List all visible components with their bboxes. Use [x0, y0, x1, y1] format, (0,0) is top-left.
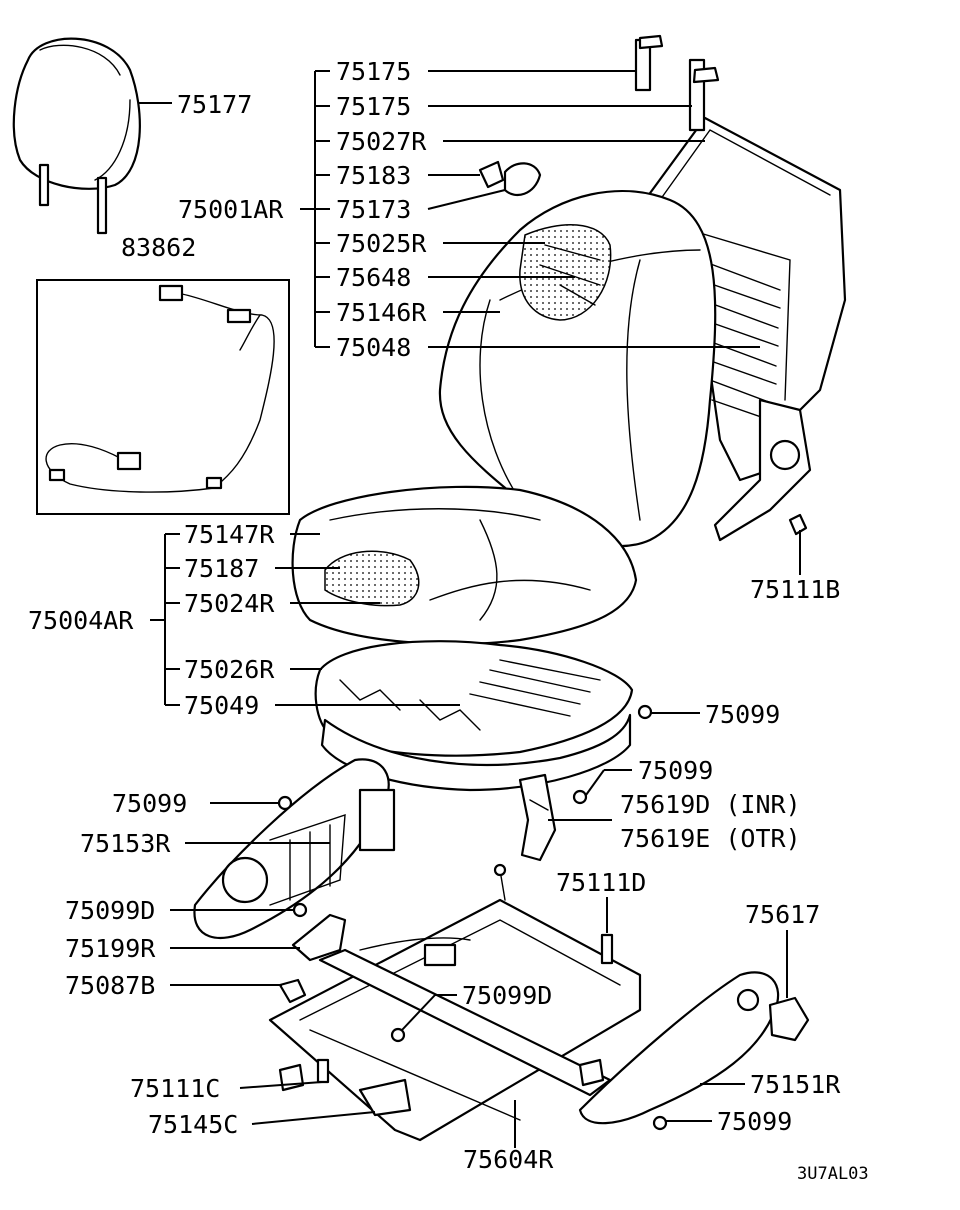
label-back-frame: 75048 [336, 333, 411, 362]
diagram-code: 3U7AL03 [797, 1164, 869, 1184]
label-cushion-frame: 75049 [184, 691, 259, 720]
label-screw-left: 75099 [112, 789, 187, 818]
seat-cushion-illustration [291, 485, 638, 792]
label-back-heater: 75648 [336, 263, 411, 292]
harness-illustration [36, 279, 290, 515]
outer-shield-illustration [578, 971, 810, 1125]
seat-adjuster-illustration [268, 863, 642, 1142]
label-cushion-assy: 75004AR [28, 606, 134, 635]
label-knob-large: 75173 [336, 195, 411, 224]
label-knob-recline: 75617 [745, 900, 820, 929]
label-cushion-cover: 75147R [184, 520, 275, 549]
label-cover-rail: 75145C [148, 1110, 238, 1139]
label-bracket: 75199R [65, 934, 156, 963]
label-headrest: 75177 [177, 90, 252, 119]
label-side-shield: 75153R [80, 829, 171, 858]
label-back-cover: 75146R [336, 298, 427, 327]
label-outer-shield: 75151R [750, 1070, 841, 1099]
label-guide-upper: 75175 [336, 57, 411, 86]
leader-lines [138, 70, 801, 1148]
label-inner-cover-inr: 75619D (INR) [620, 790, 801, 819]
seatback-cushion-illustration [438, 160, 717, 548]
label-seatback-assy: 75001AR [178, 195, 284, 224]
label-nut: 75087B [65, 971, 155, 1000]
callout-labels: 75177 75175 75175 75027R 75183 75001AR 7… [28, 57, 869, 1184]
label-screw-d: 75099D [65, 896, 155, 925]
label-knob-small: 75183 [336, 161, 411, 190]
label-bolt-d: 75111D [556, 868, 646, 897]
label-cushion-pad: 75024R [184, 589, 275, 618]
label-bolt-c: 75111C [130, 1074, 220, 1103]
seatback-frame-illustration [634, 34, 847, 542]
inner-cover-illustration [518, 773, 557, 862]
label-adjuster: 75604R [463, 1145, 554, 1174]
label-screw-right-upper: 75099 [705, 700, 780, 729]
label-back-pad-cover: 75025R [336, 229, 427, 258]
label-cushion-frame-trim: 75026R [184, 655, 275, 684]
label-back-bolt: 75111B [750, 575, 840, 604]
headrest-illustration [12, 37, 141, 235]
label-screw-center-d: 75099D [462, 981, 552, 1010]
side-shield-illustration [193, 758, 396, 962]
label-harness: 83862 [121, 233, 196, 262]
label-inner-cover-otr: 75619E (OTR) [620, 824, 801, 853]
label-screw-right-mid: 75099 [638, 756, 713, 785]
fasteners-illustration [277, 704, 668, 1131]
label-screw-bottom: 75099 [717, 1107, 792, 1136]
label-guide-lower: 75175 [336, 92, 411, 121]
label-cushion-heater: 75187 [184, 554, 259, 583]
label-back-frame-trim: 75027R [336, 127, 427, 156]
